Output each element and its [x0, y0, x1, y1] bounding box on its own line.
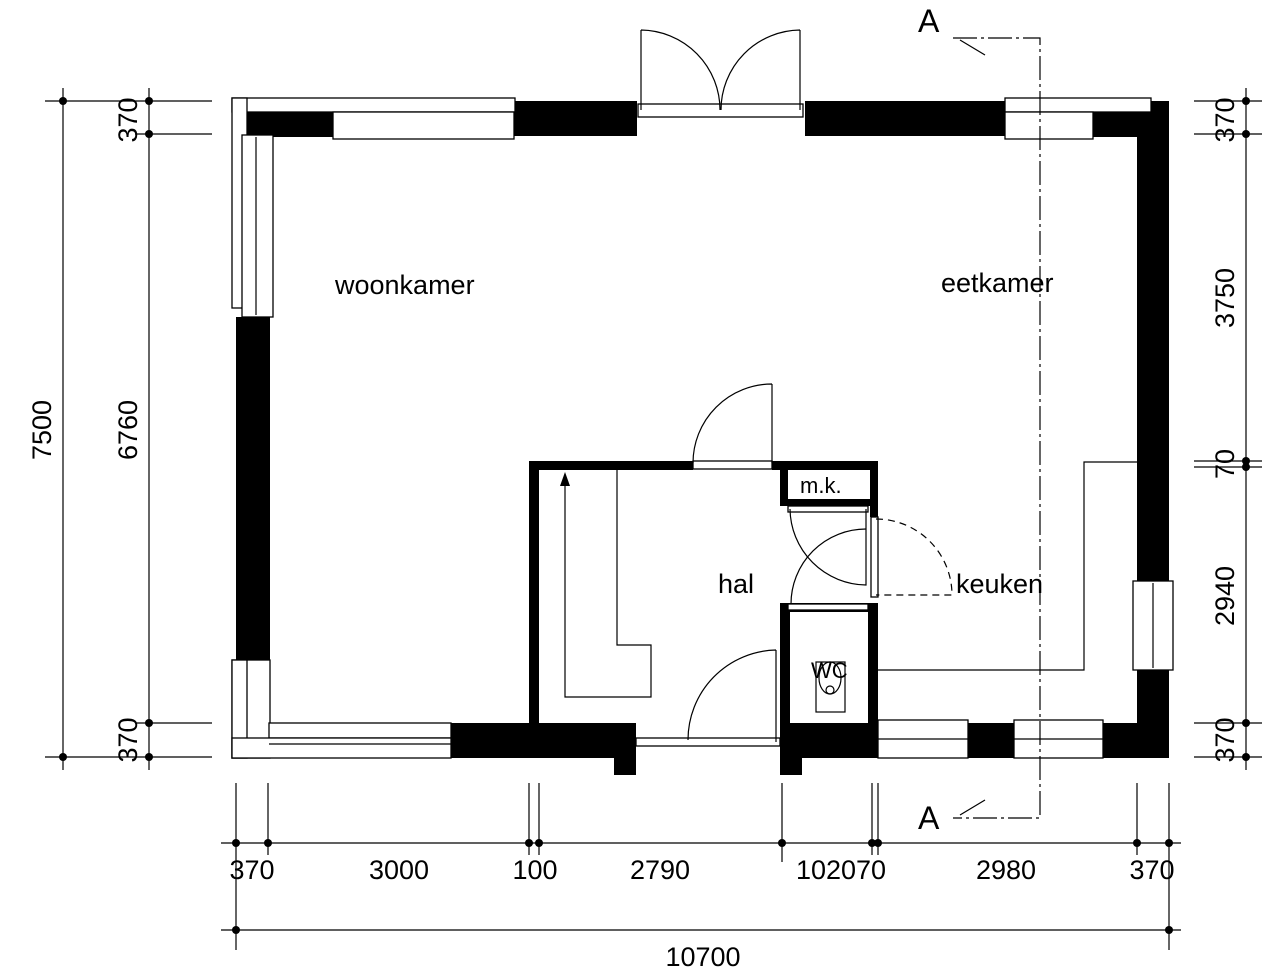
windows: [231, 97, 1174, 759]
section-line: [953, 37, 1041, 819]
doors: [637, 29, 953, 742]
dim-bottom-5: 2980: [976, 855, 1036, 885]
dim-bottom-6: 370: [1129, 855, 1174, 885]
stair: [560, 468, 652, 698]
room-label-woonkamer: woonkamer: [334, 270, 475, 300]
dim-bottom-4: 102070: [796, 855, 886, 885]
exterior-walls: [236, 101, 1169, 775]
dim-bottom-3: 2790: [630, 855, 690, 885]
dim-total-width: 10700: [665, 942, 740, 972]
room-label-meterkast: m.k.: [800, 473, 842, 498]
room-label-wc: WC: [811, 658, 848, 683]
dim-right-0: 370: [1210, 97, 1240, 142]
interior-walls: [529, 461, 878, 725]
dim-right-3: 2940: [1210, 566, 1240, 626]
left-dimensions: [45, 88, 212, 770]
dim-left-top: 370: [113, 97, 143, 142]
dim-bottom-0: 370: [229, 855, 274, 885]
dim-left-total: 7500: [27, 400, 57, 460]
section-mark-bottom: A: [918, 800, 940, 836]
room-label-eetkamer: eetkamer: [941, 268, 1054, 298]
dim-right-1: 3750: [1210, 268, 1240, 328]
dim-right-2: 70: [1210, 449, 1240, 479]
room-label-keuken: keuken: [956, 569, 1043, 599]
section-mark-top: A: [918, 3, 940, 39]
dim-left-inner: 6760: [113, 400, 143, 460]
dim-left-bottom: 370: [113, 717, 143, 762]
kitchen-counter: [878, 461, 1137, 671]
right-dimensions: [1194, 88, 1262, 770]
room-label-hal: hal: [718, 569, 754, 599]
dim-right-4: 370: [1210, 717, 1240, 762]
toilet-fixture: [815, 661, 846, 713]
bottom-dimensions: [221, 783, 1181, 950]
dim-bottom-1: 3000: [369, 855, 429, 885]
dim-bottom-2: 100: [512, 855, 557, 885]
